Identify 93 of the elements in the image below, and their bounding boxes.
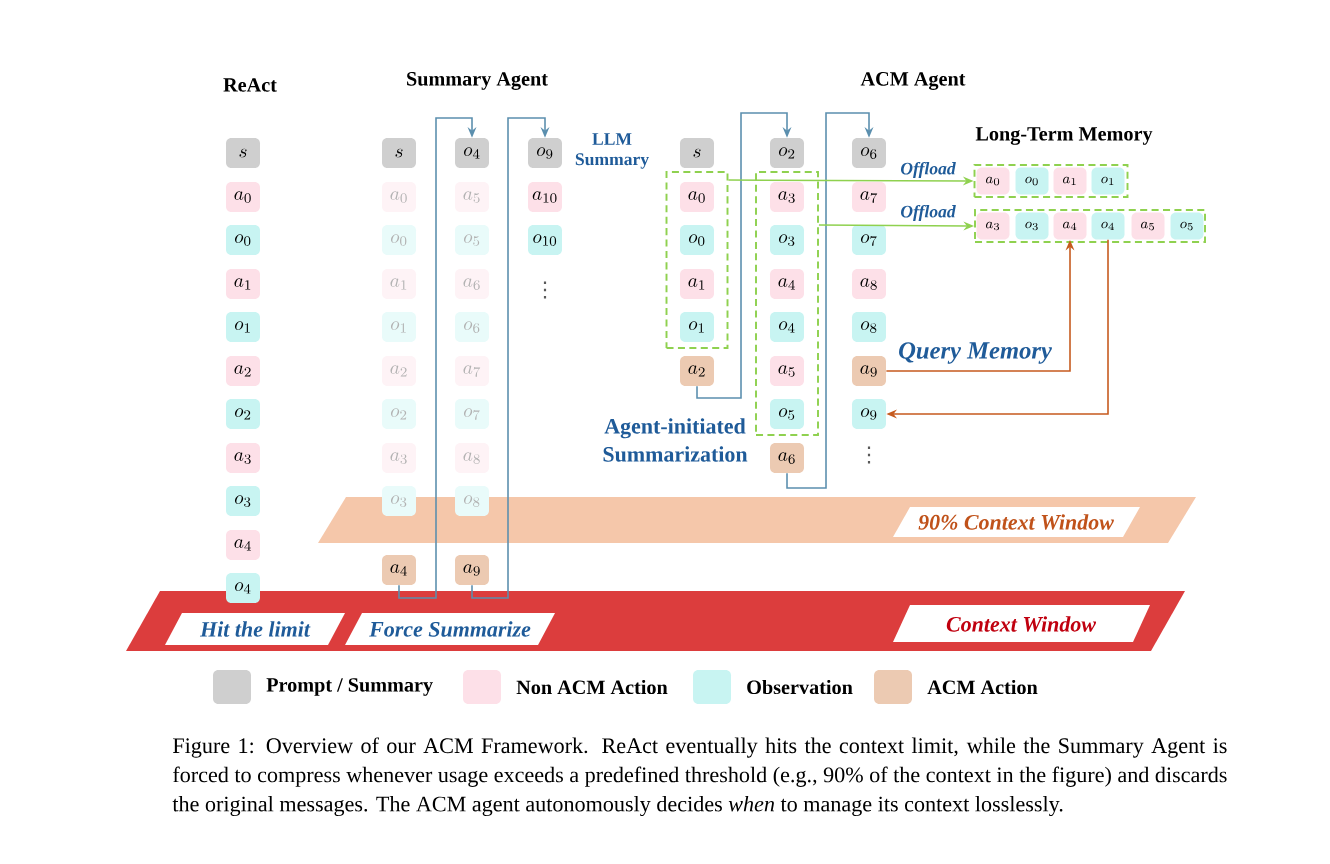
message-box: $s$ xyxy=(382,138,416,168)
message-box: $a_{0}$ xyxy=(680,182,714,212)
message-box: $a_{8}$ xyxy=(852,269,886,299)
message-box: $a_{3}$ xyxy=(770,182,804,212)
dashed-group-box xyxy=(755,171,819,436)
message-box: $o_{9}$ xyxy=(528,138,562,168)
arrow xyxy=(398,117,477,599)
band-label: 90% Context Window xyxy=(893,507,1140,537)
message-box: $a_{5}$ xyxy=(1131,212,1165,240)
message-box: $a_{9}$ xyxy=(852,356,886,386)
edge-label: Offload xyxy=(898,203,958,223)
title: Summary Agent xyxy=(407,72,548,90)
edge-label: Offload xyxy=(898,160,958,180)
title: ACM Agent xyxy=(860,72,966,90)
dashed-group-box xyxy=(665,171,729,349)
message-box: $s$ xyxy=(226,138,260,168)
message-box: $a_{5}$ xyxy=(455,182,489,212)
message-box: $a_{6}$ xyxy=(770,443,804,473)
ellipsis: ⋮ xyxy=(543,281,547,299)
message-box: $a_{3}$ xyxy=(976,212,1010,240)
message-box: $o_{2}$ xyxy=(226,399,260,429)
legend-label: ACM Action xyxy=(927,679,1038,695)
message-box: $o_{1}$ xyxy=(1091,167,1125,195)
message-box: $a_{2}$ xyxy=(680,356,714,386)
message-box: $a_{4}$ xyxy=(770,269,804,299)
message-box: $o_{9}$ xyxy=(852,399,886,429)
title: ReAct xyxy=(223,78,277,92)
message-box: $o_{1}$ xyxy=(226,312,260,342)
edge-label: Query Memory xyxy=(896,340,1054,366)
message-box: $a_{1}$ xyxy=(1053,167,1087,195)
band-label: Hit the limit xyxy=(165,613,345,645)
message-box: $a_{1}$ xyxy=(382,269,416,299)
dashed-group-box xyxy=(974,209,1206,243)
legend-label: Non ACM Action xyxy=(516,679,668,695)
beside-label: LLM Summary xyxy=(575,133,649,169)
message-box: $o_{7}$ xyxy=(455,399,489,429)
message-box: $a_{4}$ xyxy=(382,555,416,585)
legend-label: Prompt / Summary xyxy=(266,678,433,696)
message-box: $o_{5}$ xyxy=(1170,212,1204,240)
message-box: $o_{1}$ xyxy=(680,312,714,342)
message-box: $a_{1}$ xyxy=(680,269,714,299)
message-box: $a_{8}$ xyxy=(455,443,489,473)
message-box: $o_{10}$ xyxy=(528,225,562,255)
message-box: $o_{5}$ xyxy=(455,225,489,255)
message-box: $o_{2}$ xyxy=(382,399,416,429)
message-box: $a_{2}$ xyxy=(382,356,416,386)
message-box: $a_{3}$ xyxy=(382,443,416,473)
message-box: $o_{5}$ xyxy=(770,399,804,429)
message-box: $a_{0}$ xyxy=(976,167,1010,195)
arrow xyxy=(786,112,874,489)
band-label: Context Window xyxy=(893,605,1150,642)
message-box: $a_{7}$ xyxy=(455,356,489,386)
message-box: $a_{5}$ xyxy=(770,356,804,386)
message-box: $o_{3}$ xyxy=(226,486,260,516)
message-box: $o_{3}$ xyxy=(382,486,416,516)
message-box: $o_{4}$ xyxy=(1091,212,1125,240)
message-box: $o_{6}$ xyxy=(455,312,489,342)
ellipsis: ⋮ xyxy=(867,446,871,464)
message-box: $a_{4}$ xyxy=(1053,212,1087,240)
band-label: Force Summarize xyxy=(345,613,555,645)
message-box: $o_{0}$ xyxy=(382,225,416,255)
message-box: $a_{7}$ xyxy=(852,182,886,212)
message-box: $o_{4}$ xyxy=(226,573,260,603)
dashed-group-box xyxy=(973,164,1129,198)
title: Long-Term Memory xyxy=(975,127,1153,145)
message-box: $o_{3}$ xyxy=(770,225,804,255)
legend-label: Observation xyxy=(747,679,853,695)
message-box: $o_{7}$ xyxy=(852,225,886,255)
message-box: $o_{0}$ xyxy=(680,225,714,255)
annotation: Agent-initiated Summarization xyxy=(603,418,748,462)
message-box: $a_{9}$ xyxy=(455,555,489,585)
message-box: $a_{2}$ xyxy=(226,356,260,386)
message-box: $o_{3}$ xyxy=(1015,212,1049,240)
message-box: $o_{4}$ xyxy=(455,138,489,168)
message-box: $a_{0}$ xyxy=(382,182,416,212)
message-box: $a_{3}$ xyxy=(226,443,260,473)
message-box: $o_{1}$ xyxy=(382,312,416,342)
message-box: $o_{4}$ xyxy=(770,312,804,342)
message-box: $o_{0}$ xyxy=(226,225,260,255)
message-box: $a_{6}$ xyxy=(455,269,489,299)
arrow xyxy=(696,112,792,399)
message-box: $o_{2}$ xyxy=(770,138,804,168)
caption: Figure 1: Overview of our ACM Framework. ReAct eventually hits the context limit, while the Summary Agent is forced to compress whenever usage exceeds a predefined threshold (e.g., 90% of the context in the figure) and discards the original messages. The ACM agent autonomously decides when to manage its context losslessly. xyxy=(172,737,1227,817)
message-box: $a_{10}$ xyxy=(528,182,562,212)
message-box: $s$ xyxy=(680,138,714,168)
message-box: $a_{0}$ xyxy=(226,182,260,212)
message-box: $a_{4}$ xyxy=(226,530,260,560)
message-box: $o_{6}$ xyxy=(852,138,886,168)
message-box: $o_{0}$ xyxy=(1015,167,1049,195)
message-box: $o_{8}$ xyxy=(852,312,886,342)
message-box: $o_{8}$ xyxy=(455,486,489,516)
message-box: $a_{1}$ xyxy=(226,269,260,299)
arrow xyxy=(471,117,550,599)
